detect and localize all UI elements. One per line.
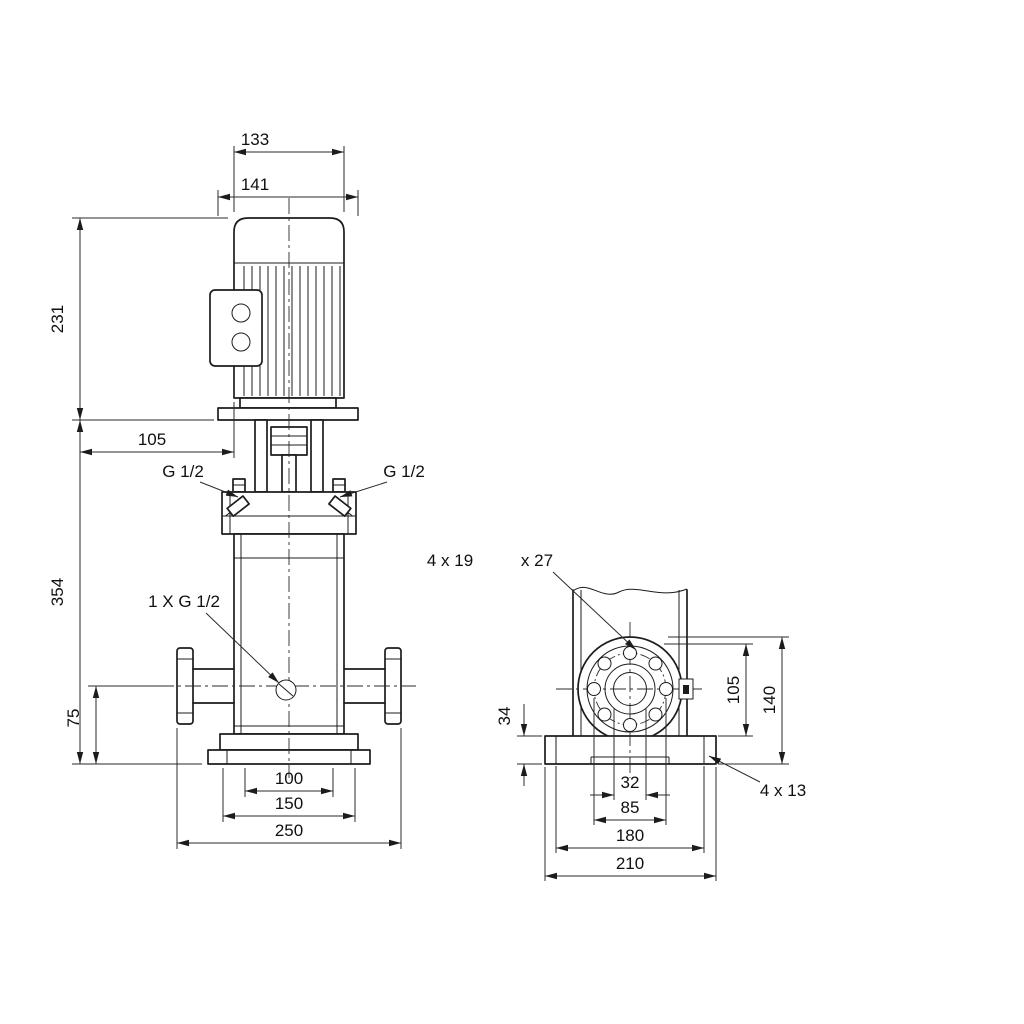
vent-plug-right — [328, 495, 353, 518]
cable-entry-hole — [231, 303, 251, 323]
label-port-right: G 1/2 — [383, 462, 425, 481]
vent-plug-left — [225, 495, 250, 518]
side-view — [544, 586, 717, 765]
dim-base-hole-span: 180 — [616, 826, 644, 845]
front-view — [176, 217, 402, 765]
dim-motor-edge-offset: 105 — [138, 430, 166, 449]
label-port-left: G 1/2 — [162, 462, 204, 481]
dim-casing-top-height: 140 — [760, 686, 779, 714]
casing-side — [572, 586, 688, 737]
front-view-dimensions: 133 141 231 354 105 75 100 150 250 — [48, 130, 425, 849]
dim-port-centre-height: 75 — [64, 709, 83, 728]
motor-flange — [239, 397, 337, 409]
dim-base-width: 150 — [275, 794, 303, 813]
break-line — [572, 586, 688, 595]
dim-pump-height: 354 — [48, 578, 67, 606]
dim-port-bore: 32 — [621, 773, 640, 792]
dim-base-depth: 210 — [616, 854, 644, 873]
label-flange-counterbore: x 27 — [521, 551, 553, 570]
dim-motor-height: 231 — [48, 305, 67, 333]
head-top-plate — [217, 407, 359, 421]
fittings — [225, 495, 694, 732]
motor-fins — [243, 266, 341, 396]
terminal-box — [209, 289, 263, 367]
drain-plug — [275, 679, 297, 701]
dim-overall-width: 250 — [275, 821, 303, 840]
motor — [209, 217, 359, 421]
dim-flange-face-height: 105 — [724, 676, 743, 704]
flange-tab — [678, 678, 694, 700]
base-side — [544, 735, 717, 765]
cable-entry-hole — [231, 332, 251, 352]
dim-base-slot-span: 100 — [275, 769, 303, 788]
label-drain-port: 1 X G 1/2 — [148, 592, 220, 611]
dim-base-height: 34 — [495, 707, 514, 726]
side-view-dimensions: 4 x 19 x 27 34 105 140 32 85 180 — [427, 551, 806, 881]
label-base-holes: 4 x 13 — [760, 781, 806, 800]
label-flange-holes: 4 x 19 — [427, 551, 473, 570]
dim-motor-width: 133 — [241, 130, 269, 149]
dim-motor-flange-width: 141 — [241, 175, 269, 194]
dim-bolt-circle-span: 85 — [621, 798, 640, 817]
